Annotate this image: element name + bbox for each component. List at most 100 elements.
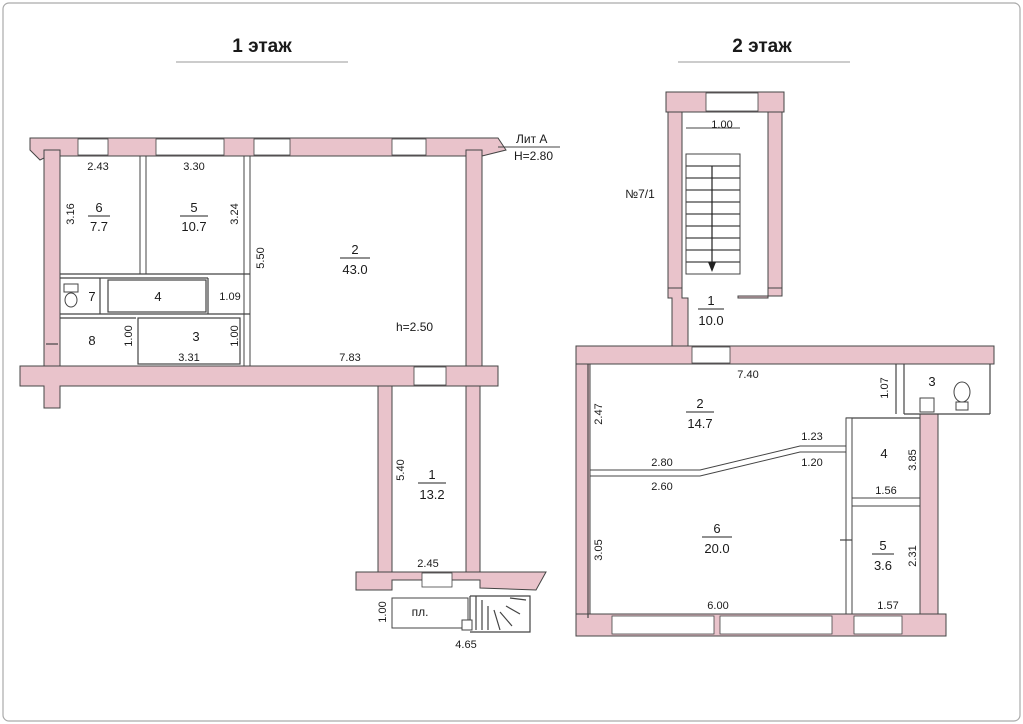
floor-2-walls — [575, 91, 995, 637]
lit-label: Лит А — [516, 132, 547, 146]
room-2-number: 2 — [351, 242, 358, 257]
room-2-area: 43.0 — [342, 262, 367, 277]
bottom-wall — [19, 365, 499, 409]
arrow-head-icon — [708, 262, 716, 272]
steps — [469, 595, 531, 633]
dim-label: 5.40 — [395, 459, 407, 480]
entry-wall — [355, 571, 547, 591]
floor-2-title: 2 этаж — [732, 36, 792, 57]
floor-2-top-wall — [575, 345, 995, 365]
dim-label: 3.31 — [178, 352, 199, 364]
height-total: Н=2.80 — [514, 149, 553, 163]
apartment-number: №7/1 — [625, 187, 655, 201]
floor-2: 2 этаж №7/1 — [575, 36, 995, 637]
landing — [391, 597, 469, 629]
room-1-number: 1 — [707, 293, 714, 308]
room-6-area: 7.7 — [90, 219, 108, 234]
dim-label: 4.65 — [455, 639, 476, 651]
window — [719, 615, 833, 635]
room-2-number: 2 — [696, 396, 703, 411]
room-3-number: 3 — [928, 374, 935, 389]
room-6-number: 6 — [713, 521, 720, 536]
room-5-area: 10.7 — [181, 219, 206, 234]
dim-label: 2.45 — [417, 558, 438, 570]
dim-label: 1.00 — [229, 325, 241, 346]
dim-label: 7.40 — [737, 369, 758, 381]
window — [853, 615, 903, 635]
room-5-number: 5 — [190, 200, 197, 215]
left-wall — [43, 149, 61, 373]
dim-label: 1.56 — [875, 485, 896, 497]
dim-label: 2.43 — [87, 161, 108, 173]
dim-label: 1.00 — [711, 119, 732, 131]
floor-1-walls — [19, 137, 547, 591]
floor-1-windows — [77, 138, 453, 588]
dim-label: 3.85 — [907, 449, 919, 470]
window — [77, 138, 109, 156]
dim-label: 3.30 — [183, 161, 204, 173]
dim-label: 1.20 — [801, 457, 822, 469]
floor-1-title: 1 этаж — [232, 36, 292, 57]
dim-label: 7.83 — [339, 352, 360, 364]
door-opening — [413, 366, 447, 386]
room-3-box — [137, 317, 241, 365]
partition — [243, 155, 251, 367]
floor-2-partitions — [587, 364, 991, 618]
room-1-area: 13.2 — [419, 487, 444, 502]
tower-lower-left — [667, 287, 689, 349]
floor-1-partitions — [46, 155, 251, 367]
dim-label: 2.31 — [907, 545, 919, 566]
room-1-area: 10.0 — [698, 313, 723, 328]
dim-label: 1.07 — [879, 377, 891, 398]
tower-step — [737, 287, 783, 299]
window — [253, 138, 291, 156]
door-opening — [421, 572, 453, 588]
dim-label: 6.00 — [707, 600, 728, 612]
dim-label: 2.80 — [651, 457, 672, 469]
dim-label: 1.57 — [877, 600, 898, 612]
partition — [845, 417, 853, 615]
toilet-icon — [919, 381, 971, 413]
partition — [851, 497, 921, 507]
room-1-number: 1 — [428, 467, 435, 482]
landing-label: пл. — [412, 605, 429, 619]
dim-label: 1.00 — [377, 601, 389, 622]
dim-label: 1.00 — [123, 325, 135, 346]
floor-2-windows — [611, 92, 903, 635]
window — [611, 615, 715, 635]
window — [155, 138, 225, 156]
room-2-area: 14.7 — [687, 416, 712, 431]
room-4-number: 4 — [880, 446, 887, 461]
room-7-number: 7 — [88, 289, 95, 304]
tower-stairs — [685, 127, 741, 275]
window — [391, 138, 427, 156]
dim-label: 1.09 — [219, 291, 240, 303]
room-3-number: 3 — [192, 329, 199, 344]
room-4-number: 4 — [154, 289, 161, 304]
partition — [139, 155, 147, 275]
dim-label: 3.05 — [593, 539, 605, 560]
dim-label: 2.60 — [651, 481, 672, 493]
floor-2-right-wall — [919, 413, 939, 619]
stair-right-wall — [465, 385, 481, 577]
stair-left-wall — [377, 385, 393, 577]
post — [461, 619, 473, 631]
room-8-number: 8 — [88, 333, 95, 348]
door-opening — [691, 346, 731, 364]
window — [705, 92, 759, 112]
room-5-area: 3.6 — [874, 558, 892, 573]
floor-1: 1 этаж — [19, 36, 560, 651]
room-6-number: 6 — [95, 200, 102, 215]
toilet-icon — [63, 283, 79, 308]
dim-label: 2.47 — [593, 403, 605, 424]
room-6-area: 20.0 — [704, 541, 729, 556]
room-5-number: 5 — [879, 538, 886, 553]
dim-label: 5.50 — [255, 247, 267, 268]
dim-label: 3.24 — [229, 203, 241, 224]
dim-label: 1.23 — [801, 431, 822, 443]
tower-left-wall — [667, 111, 683, 297]
room-4-box — [107, 279, 207, 313]
tower-right-wall — [767, 111, 783, 297]
